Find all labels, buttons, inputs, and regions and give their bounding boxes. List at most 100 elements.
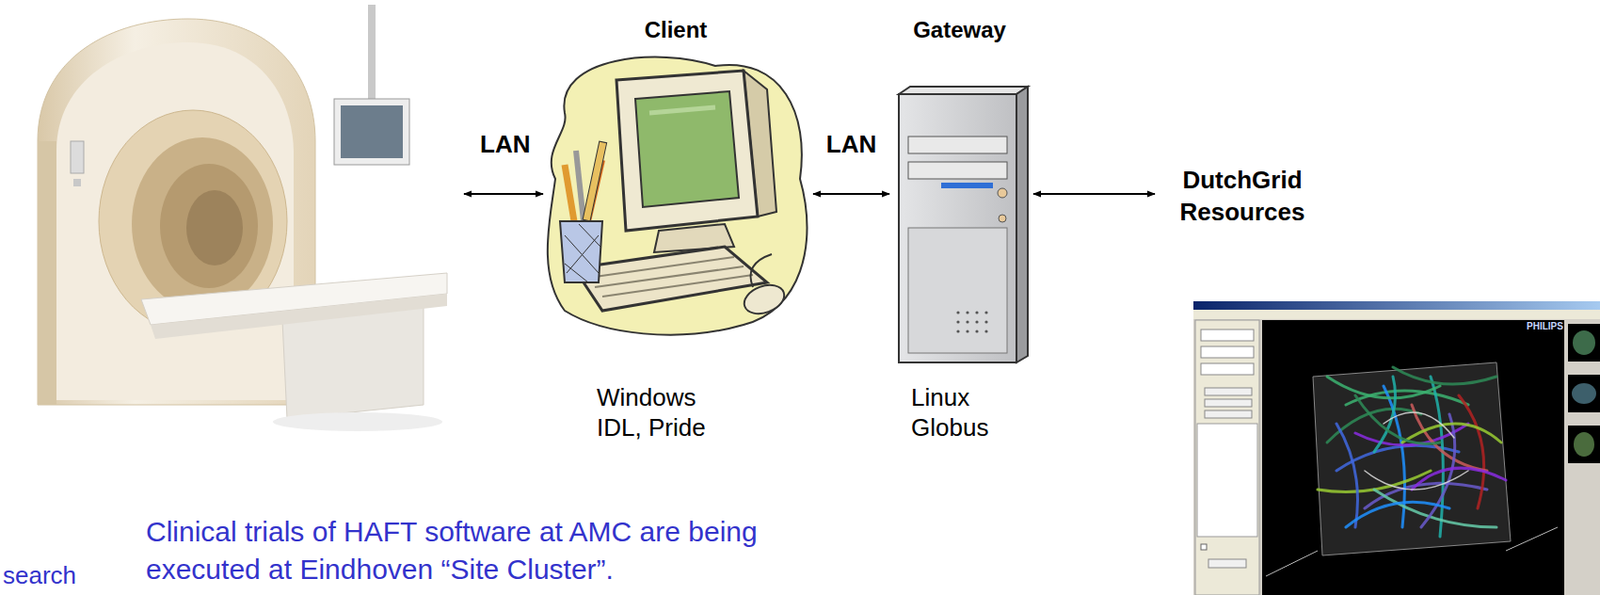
software-screenshot-part	[1568, 323, 1600, 362]
gateway-tower-part-part	[975, 320, 978, 323]
software-screenshot-part	[1200, 346, 1254, 358]
gateway-tower-part-part	[984, 320, 988, 323]
software-screenshot-part	[1204, 399, 1252, 407]
client-clipart-part	[751, 254, 773, 288]
gateway-server: GatewayLinux Globus	[893, 16, 1030, 447]
client-clipart-part	[574, 246, 768, 311]
software-screenshot-part	[1193, 301, 1600, 595]
software-screenshot-part	[1200, 329, 1254, 341]
software-screenshot	[1193, 301, 1600, 595]
mri-scanner-part	[186, 190, 243, 266]
software-screenshot-part-part	[1327, 408, 1422, 443]
gateway-tower-part	[908, 136, 1008, 154]
gateway-tower-part	[956, 310, 988, 333]
cut-off-text: search	[2, 560, 88, 590]
software-screenshot-part	[1572, 330, 1596, 355]
gateway-tower-part-part	[956, 329, 960, 333]
software-screenshot-part	[1568, 374, 1600, 413]
software-screenshot-part	[1573, 432, 1595, 457]
client-clipart-part	[582, 141, 607, 222]
gateway-tower-part-part	[965, 329, 969, 333]
client-clipart-part	[616, 70, 758, 231]
logo-text: PHILIPS	[1526, 320, 1565, 333]
mri-scanner-part	[160, 163, 258, 288]
software-screenshot-part	[1566, 320, 1600, 595]
software-screenshot-part-part	[1327, 376, 1440, 399]
gateway-tower-part-part	[956, 320, 960, 323]
gateway-tower-part	[998, 214, 1007, 223]
mri-scanner-part	[150, 293, 448, 339]
client-clipart-part	[649, 107, 716, 113]
software-screenshot-part	[1571, 383, 1597, 404]
software-screenshot-part-part	[1458, 395, 1485, 509]
software-screenshot-part	[1568, 425, 1600, 464]
software-screenshot-part-part	[1374, 376, 1396, 452]
gateway-tower-part	[941, 182, 993, 189]
mri-scanner-part	[37, 18, 316, 405]
software-screenshot-part	[1204, 387, 1252, 396]
client-clipart-part	[560, 221, 603, 283]
gateway-tower-part-part	[984, 310, 988, 314]
gateway-tower-part-part	[975, 310, 978, 314]
gateway-tower-part-part	[965, 320, 969, 323]
gateway-tower-part	[898, 86, 1028, 95]
link-label: LAN	[480, 129, 546, 159]
gateway-tower	[898, 86, 1028, 363]
lan-arrow	[464, 192, 544, 195]
client-clipart-part	[564, 164, 575, 222]
software-screenshot-part-part	[1392, 367, 1497, 384]
mri-scanner-part	[73, 178, 81, 187]
gateway-tower-part-part	[956, 310, 960, 314]
mri-scanner-part	[334, 98, 410, 165]
mri-scanner-part	[70, 141, 84, 174]
client-clipart-part	[576, 150, 584, 222]
software-screenshot-part	[1200, 363, 1254, 375]
caption-note: Clinical trials of HAFT software at AMC …	[145, 512, 843, 589]
gateway-tower-part	[1016, 86, 1028, 363]
mri-scanner-part	[131, 137, 273, 311]
mri-scanner-part	[37, 141, 57, 405]
software-screenshot-part-part	[1364, 470, 1469, 490]
gateway-tower-part-part	[975, 329, 978, 333]
node-heading: DutchGrid Resources	[1162, 163, 1323, 228]
software-screenshot-part-part	[1345, 501, 1450, 528]
software-screenshot-part	[1317, 367, 1506, 537]
client-clipart-part	[635, 91, 739, 208]
client-clipart-part	[547, 57, 808, 336]
connector-arrow	[1033, 192, 1155, 195]
gateway-tower-part	[908, 227, 1008, 353]
gateway-tower-part	[997, 188, 1008, 198]
software-screenshot-part	[1197, 423, 1258, 537]
mri-scanner	[37, 4, 448, 432]
gateway-tower-part	[908, 161, 1008, 179]
software-screenshot-part-part	[1383, 412, 1455, 438]
software-screenshot-part	[1193, 301, 1600, 310]
software-screenshot-part	[1262, 320, 1565, 595]
gateway-tower-part-part	[984, 329, 988, 333]
node-heading: Gateway	[893, 16, 1026, 44]
client-clipart-part	[588, 256, 753, 297]
software-screenshot-part-part	[1336, 423, 1359, 528]
connector-arrow	[813, 192, 890, 195]
link-label: LAN	[824, 129, 879, 160]
mri-scanner-part	[340, 105, 403, 159]
client-clipart-part	[564, 224, 601, 283]
node-body: Windows IDL, Pride	[596, 382, 724, 443]
software-screenshot-part	[1312, 362, 1511, 556]
client-clipart-part	[740, 279, 789, 319]
node-heading: Client	[545, 16, 806, 44]
software-screenshot-part-part	[1411, 467, 1506, 490]
gateway-tower-part	[898, 94, 1017, 363]
client-clipart	[547, 57, 808, 336]
software-screenshot-part-part	[1402, 423, 1502, 443]
software-screenshot-part	[1193, 309, 1600, 320]
client-computer: ClientWindows IDL, Pride	[545, 16, 810, 447]
gateway-tower-part-part	[965, 310, 969, 314]
mri-scanner-part	[272, 412, 443, 432]
software-screenshot-part	[1204, 410, 1252, 418]
grid-resources: DutchGrid Resources	[1158, 161, 1327, 232]
software-screenshot-part-part	[1355, 395, 1440, 444]
